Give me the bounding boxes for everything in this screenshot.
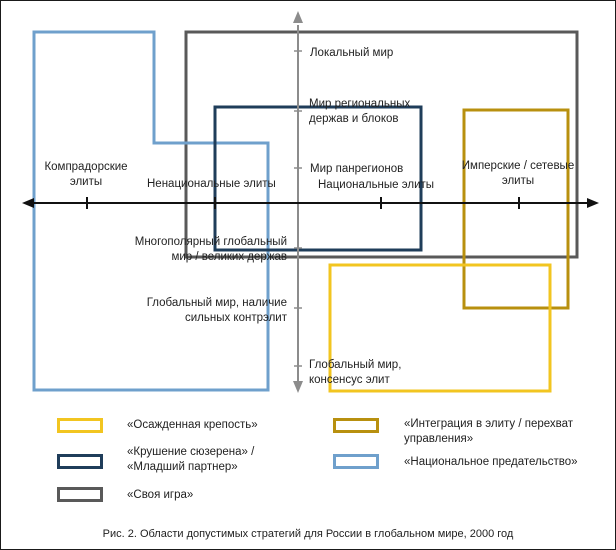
region-integratsiya xyxy=(462,108,570,310)
legend-text-predatelstvo: «Национальное предательство» xyxy=(404,456,578,468)
y-label-regional-powers: Мир региональных держав и блоков xyxy=(309,98,411,125)
x-axis-arrow-right xyxy=(587,198,599,208)
y-axis-arrow-top xyxy=(293,11,303,23)
y-label-local-world: Локальный мир xyxy=(310,47,394,59)
x-label-national: Национальные элиты xyxy=(318,179,435,191)
legend-swatch-svoya-igra xyxy=(57,487,103,502)
y-label-global-counterelites: Глобальный мир, наличие сильных контрэли… xyxy=(146,297,287,324)
figure-caption: Рис. 2. Области допустимых стратегий для… xyxy=(102,528,514,540)
y-label-panregions: Мир панрегионов xyxy=(310,163,404,175)
x-label-compradors: Компрадорские элиты xyxy=(44,161,128,188)
legend-text-integratsiya: «Интеграция в элиту / перехват управлени… xyxy=(404,418,574,445)
region-krushenie-syuzerena xyxy=(213,105,423,252)
y-label-multipolar: Многополярный глобальный мир / великих д… xyxy=(134,236,287,263)
legend-text-svoya-igra: «Своя игра» xyxy=(127,489,194,501)
x-label-non-national: Ненациональные элиты xyxy=(147,178,276,190)
legend-swatch-osazhdennaya xyxy=(57,418,103,433)
legend-text-krushenie: «Крушение сюзерена» / «Младший партнер» xyxy=(127,446,255,473)
x-axis-arrow-left xyxy=(22,198,34,208)
legend-swatch-krushenie xyxy=(57,454,103,469)
legend-swatch-predatelstvo xyxy=(333,454,379,469)
y-label-global-consensus: Глобальный мир, консенсус элит xyxy=(309,359,402,386)
legend-swatch-integratsiya xyxy=(333,418,379,433)
x-label-imperial: Имперские / сетевые элиты xyxy=(461,160,575,187)
y-axis-arrow-bottom xyxy=(293,381,303,393)
region-osazhdennaya-krepost xyxy=(328,263,552,393)
legend-text-osazhdennaya: «Осажденная крепость» xyxy=(127,419,258,431)
region-natsionalnoe-predatelstvo xyxy=(32,30,270,392)
